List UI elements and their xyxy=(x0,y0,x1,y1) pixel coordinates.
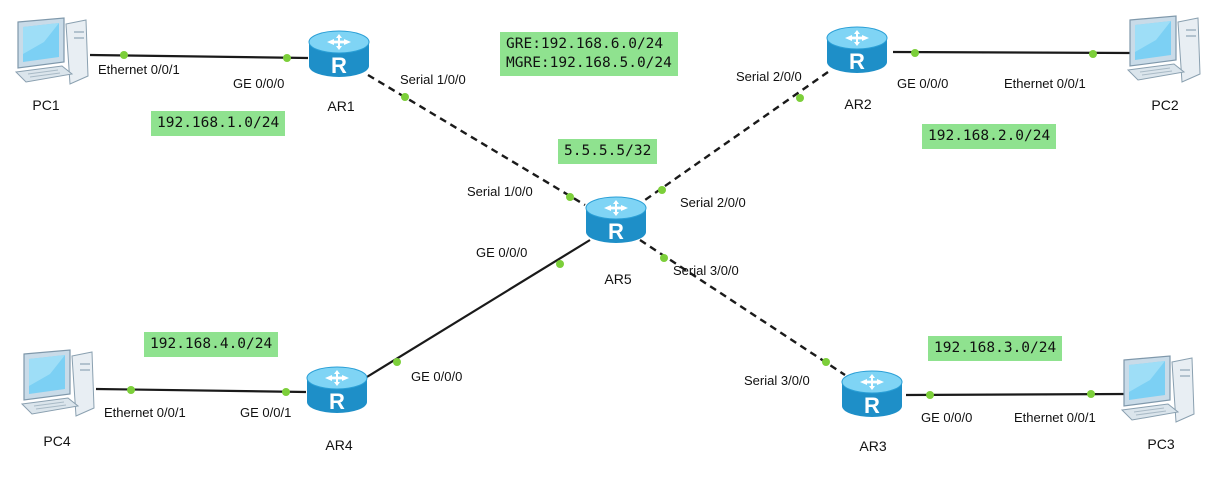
port-dot xyxy=(127,386,135,394)
network-label-tunnel: GRE:192.168.6.0/24 MGRE:192.168.5.0/24 xyxy=(500,32,678,76)
port-dot xyxy=(566,193,574,201)
port-label-ar5-ge: GE 0/0/0 xyxy=(476,245,528,260)
link-ar5-ar4 xyxy=(361,239,591,381)
link-ar5-ar3 xyxy=(639,238,846,377)
router-icon: R xyxy=(585,196,647,244)
network-label-loopback: 5.5.5.5/32 xyxy=(558,139,658,164)
port-label-ar5-s2: Serial 2/0/0 xyxy=(680,195,746,210)
port-dot xyxy=(658,186,666,194)
router-icon: R xyxy=(826,26,888,74)
link-ar2-ar5 xyxy=(644,71,829,201)
router-ar4[interactable]: R xyxy=(303,356,371,422)
pc-pc3[interactable] xyxy=(1120,352,1200,428)
pc-pc1[interactable] xyxy=(14,14,94,90)
network-label-net2: 192.168.2.0/24 xyxy=(922,124,1057,149)
port-dot xyxy=(1089,50,1097,58)
port-label-ar2-serial: Serial 2/0/0 xyxy=(736,69,802,84)
port-label-ar3-serial: Serial 3/0/0 xyxy=(744,373,810,388)
device-name-ar1: AR1 xyxy=(327,98,355,114)
device-name-pc3: PC3 xyxy=(1147,436,1175,452)
device-name-pc1: PC1 xyxy=(32,97,60,113)
device-name-ar5: AR5 xyxy=(604,271,632,287)
svg-text:R: R xyxy=(849,49,865,74)
device-name-pc2: PC2 xyxy=(1151,97,1179,113)
port-dot xyxy=(393,358,401,366)
pc-icon xyxy=(14,17,89,85)
port-dot xyxy=(926,391,934,399)
router-ar5[interactable]: R xyxy=(582,186,650,252)
port-dot xyxy=(1087,390,1095,398)
port-label-pc4-eth: Ethernet 0/0/1 xyxy=(104,405,186,420)
port-dot xyxy=(556,260,564,268)
device-name-pc4: PC4 xyxy=(43,433,71,449)
router-icon: R xyxy=(308,30,370,78)
svg-text:R: R xyxy=(329,389,345,414)
router-icon: R xyxy=(841,370,903,418)
network-label-net3: 192.168.3.0/24 xyxy=(928,336,1063,361)
svg-text:R: R xyxy=(608,219,624,244)
port-label-pc1-eth: Ethernet 0/0/1 xyxy=(98,62,180,77)
port-dot xyxy=(120,51,128,59)
port-dot xyxy=(283,54,291,62)
port-label-ar5-s1: Serial 1/0/0 xyxy=(467,184,533,199)
device-name-ar3: AR3 xyxy=(859,438,887,454)
port-label-ar4-ge: GE 0/0/0 xyxy=(411,369,463,384)
pc-icon xyxy=(20,349,95,417)
port-dot xyxy=(822,358,830,366)
port-dot xyxy=(401,93,409,101)
port-label-ar3-ge: GE 0/0/0 xyxy=(921,410,973,425)
port-dot xyxy=(282,388,290,396)
pc-icon xyxy=(1126,15,1201,83)
router-ar1[interactable]: R xyxy=(305,20,373,86)
port-label-ar1-serial: Serial 1/0/0 xyxy=(400,72,466,87)
pc-icon xyxy=(1120,355,1195,423)
port-label-ar4-ge-pc: GE 0/0/1 xyxy=(240,405,292,420)
router-ar2[interactable]: R xyxy=(823,16,891,82)
port-label-ar2-ge: GE 0/0/0 xyxy=(897,76,949,91)
pc-pc2[interactable] xyxy=(1126,12,1206,88)
port-label-pc2-eth: Ethernet 0/0/1 xyxy=(1004,76,1086,91)
port-dot xyxy=(796,94,804,102)
router-ar3[interactable]: R xyxy=(838,360,906,426)
device-name-ar2: AR2 xyxy=(844,96,872,112)
network-label-net1: 192.168.1.0/24 xyxy=(151,111,286,136)
router-icon: R xyxy=(306,366,368,414)
port-label-pc3-eth: Ethernet 0/0/1 xyxy=(1014,410,1096,425)
svg-text:R: R xyxy=(864,393,880,418)
device-name-ar4: AR4 xyxy=(325,437,353,453)
port-label-ar5-s3: Serial 3/0/0 xyxy=(673,263,739,278)
port-label-ar1-ge: GE 0/0/0 xyxy=(233,76,285,91)
network-label-net4: 192.168.4.0/24 xyxy=(144,332,279,357)
port-dot xyxy=(911,49,919,57)
svg-text:R: R xyxy=(331,53,347,78)
port-dot xyxy=(660,254,668,262)
pc-pc4[interactable] xyxy=(20,346,100,422)
